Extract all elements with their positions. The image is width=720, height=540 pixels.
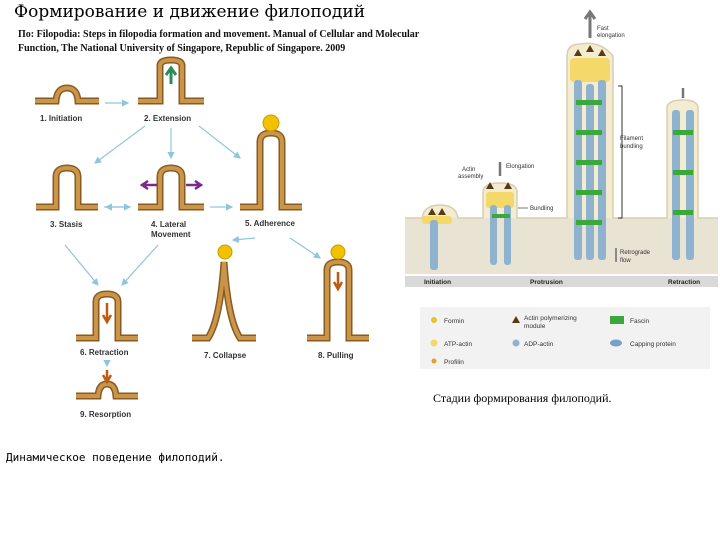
stage-initiation <box>35 84 99 105</box>
stage-collapse <box>192 244 256 342</box>
label-elongation-fast: elongation <box>597 33 625 39</box>
transition-arrows <box>64 99 321 368</box>
adhesion-ball-icon <box>217 244 233 260</box>
label-fast: Fast <box>597 26 609 32</box>
stage-lateral-movement <box>138 164 204 211</box>
caption-left: Динамическое поведение филоподий. <box>6 451 225 464</box>
fascin-icon <box>610 316 624 324</box>
capping-icon <box>610 339 622 347</box>
label-elongation: Elongation <box>506 164 534 170</box>
label-adherence: 5. Adherence <box>245 219 295 228</box>
svg-text:Formin: Formin <box>444 318 465 325</box>
label-flow: flow <box>620 258 631 264</box>
label-retrograde: Retrograde <box>620 250 651 256</box>
adp-actin-icon <box>512 339 520 347</box>
label-collapse: 7. Collapse <box>204 351 247 360</box>
label-assembly: assembly <box>458 174 483 180</box>
phase-protrusion: Protrusion <box>530 279 563 286</box>
label-lateral: 4. Lateral <box>151 220 186 229</box>
svg-text:Fascin: Fascin <box>630 318 650 325</box>
label-bundling: Bundling <box>530 206 553 212</box>
stage-adherence <box>240 114 302 211</box>
label-filament: Filament <box>620 136 643 142</box>
phase-bar <box>405 276 718 287</box>
filopodia-formation-stages-diagram: Fast elongation Elongation Actin assembl… <box>405 9 718 369</box>
stage-resorption <box>76 370 138 400</box>
profilin-icon <box>431 358 437 364</box>
label-bundling-filament: bundling <box>620 144 643 150</box>
up-arrow-icon <box>583 9 597 38</box>
svg-text:Actin polymerizing: Actin polymerizing <box>524 315 577 322</box>
svg-text:module: module <box>524 323 546 330</box>
triangle-icon <box>512 316 520 323</box>
label-resorption: 9. Resorption <box>80 410 131 419</box>
stage-pulling <box>307 244 369 342</box>
down-arrow-icon <box>332 272 344 292</box>
legend-box <box>420 307 710 369</box>
svg-text:ATP-actin: ATP-actin <box>444 341 472 348</box>
stage-retraction <box>76 290 138 342</box>
slide-title: Формирование и движение филоподий <box>14 2 366 22</box>
label-pulling: 8. Pulling <box>318 351 354 360</box>
label-stasis: 3. Stasis <box>50 220 83 229</box>
legend: Formin Actin polymerizing module Fascin … <box>430 315 676 366</box>
caption-right: Стадии формирования филоподий. <box>433 391 612 405</box>
actin-filaments <box>430 80 694 270</box>
stage-stasis <box>36 164 98 211</box>
down-arrow-icon <box>101 370 113 385</box>
adhesion-ball-icon <box>262 114 280 132</box>
fascin-bundlers <box>492 100 693 225</box>
membrane-outline <box>405 42 718 219</box>
label-initiation: 1. Initiation <box>40 114 82 123</box>
left-arrow-icon <box>139 179 157 191</box>
cytoplasm-area <box>405 218 718 274</box>
label-actin: Actin <box>462 167 475 173</box>
phase-initiation: Initiation <box>424 279 451 286</box>
right-arrow-icon <box>186 179 204 191</box>
svg-text:Capping protein: Capping protein <box>630 341 676 348</box>
label-extension: 2. Extension <box>144 114 191 123</box>
atp-actin-icon <box>430 339 438 347</box>
phase-retraction: Retraction <box>668 279 700 286</box>
formin-icon <box>431 317 437 323</box>
stage-extension <box>138 56 204 105</box>
svg-text:Profilin: Profilin <box>444 359 464 366</box>
label-movement: Movement <box>151 230 191 239</box>
atp-actin-clusters <box>422 58 610 224</box>
adhesion-ball-icon <box>330 244 346 260</box>
down-arrow-icon <box>101 303 113 325</box>
label-retraction: 6. Retraction <box>80 348 129 357</box>
source-citation: По: Filopodia: Steps in filopodia format… <box>18 29 420 54</box>
up-arrow-icon <box>164 65 178 84</box>
svg-text:ADP-actin: ADP-actin <box>524 341 554 348</box>
formin-tips <box>428 45 606 215</box>
